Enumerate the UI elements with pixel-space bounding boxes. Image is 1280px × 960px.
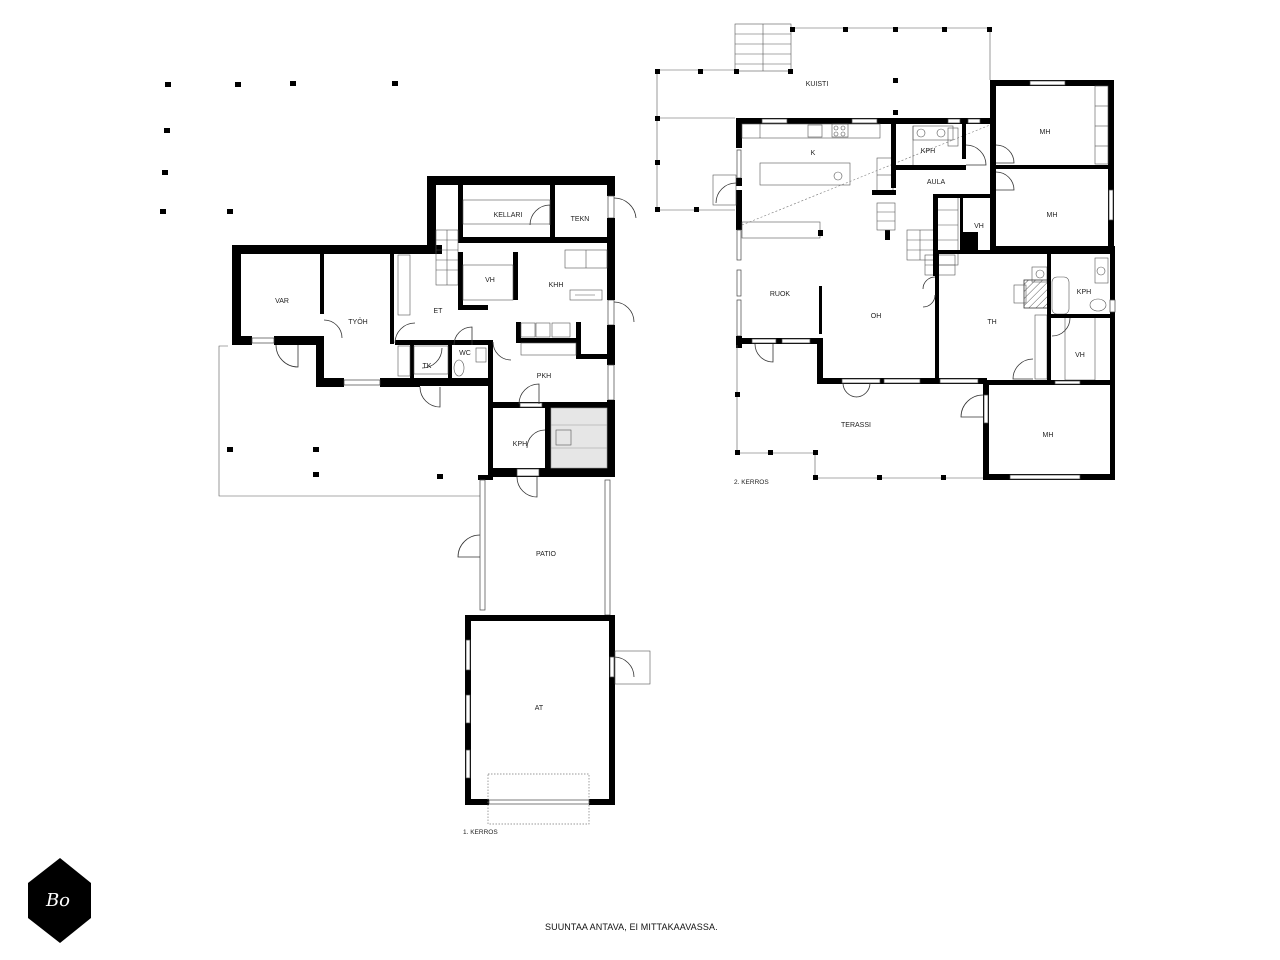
room-label-ruok: RUOK (770, 291, 791, 298)
room-label-wc: WC (459, 350, 471, 357)
room-label-kuisti: KUISTI (806, 81, 829, 88)
room-label-vh-right: VH (1075, 352, 1085, 359)
room-label-kph-right: KPH (1077, 289, 1091, 296)
room-label-k: K (811, 150, 816, 157)
room-label-terassi: TERASSI (841, 422, 871, 429)
room-label-aula: AULA (927, 179, 946, 186)
room-label-th: TH (987, 319, 996, 326)
room-label-at: AT (535, 705, 544, 712)
room-label-vh: VH (485, 277, 495, 284)
room-label-mh-1: MH (1040, 129, 1051, 136)
floor-2-plan: KUISTI K KPH AULA MH MH VH RUOK OH TH KP… (655, 23, 1116, 486)
brand-logo: Bo (28, 858, 91, 943)
room-label-tekn: TEKN (571, 216, 590, 223)
floor-1-posts (160, 81, 398, 214)
room-label-oh: OH (871, 313, 882, 320)
room-label-kellari: KELLARI (494, 212, 523, 219)
room-label-var: VAR (275, 298, 289, 305)
room-label-kph-top: KPH (921, 148, 935, 155)
disclaimer-text: SUUNTAA ANTAVA, EI MITTAKAAVASSA. (545, 922, 718, 932)
room-label-tyoh: TYÖH (348, 318, 367, 326)
room-label-kph: KPH (513, 441, 527, 448)
room-label-tk: TK (423, 363, 432, 370)
logo-text: Bo (45, 890, 70, 911)
room-label-mh-2: MH (1047, 212, 1058, 219)
room-label-khh: KHH (549, 282, 564, 289)
room-label-patio: PATIO (536, 551, 557, 558)
room-label-et: ET (434, 308, 444, 315)
floor-2-title: 2. KERROS (734, 479, 769, 486)
room-label-mh-3: MH (1043, 432, 1054, 439)
room-label-pkh: PKH (537, 373, 551, 380)
floor-1-plan: VAR TYÖH ET KELLARI TEKN VH KHH TK WC PK… (160, 81, 651, 836)
room-label-vh-top: VH (974, 223, 984, 230)
floor-1-title: 1. KERROS (463, 829, 498, 836)
